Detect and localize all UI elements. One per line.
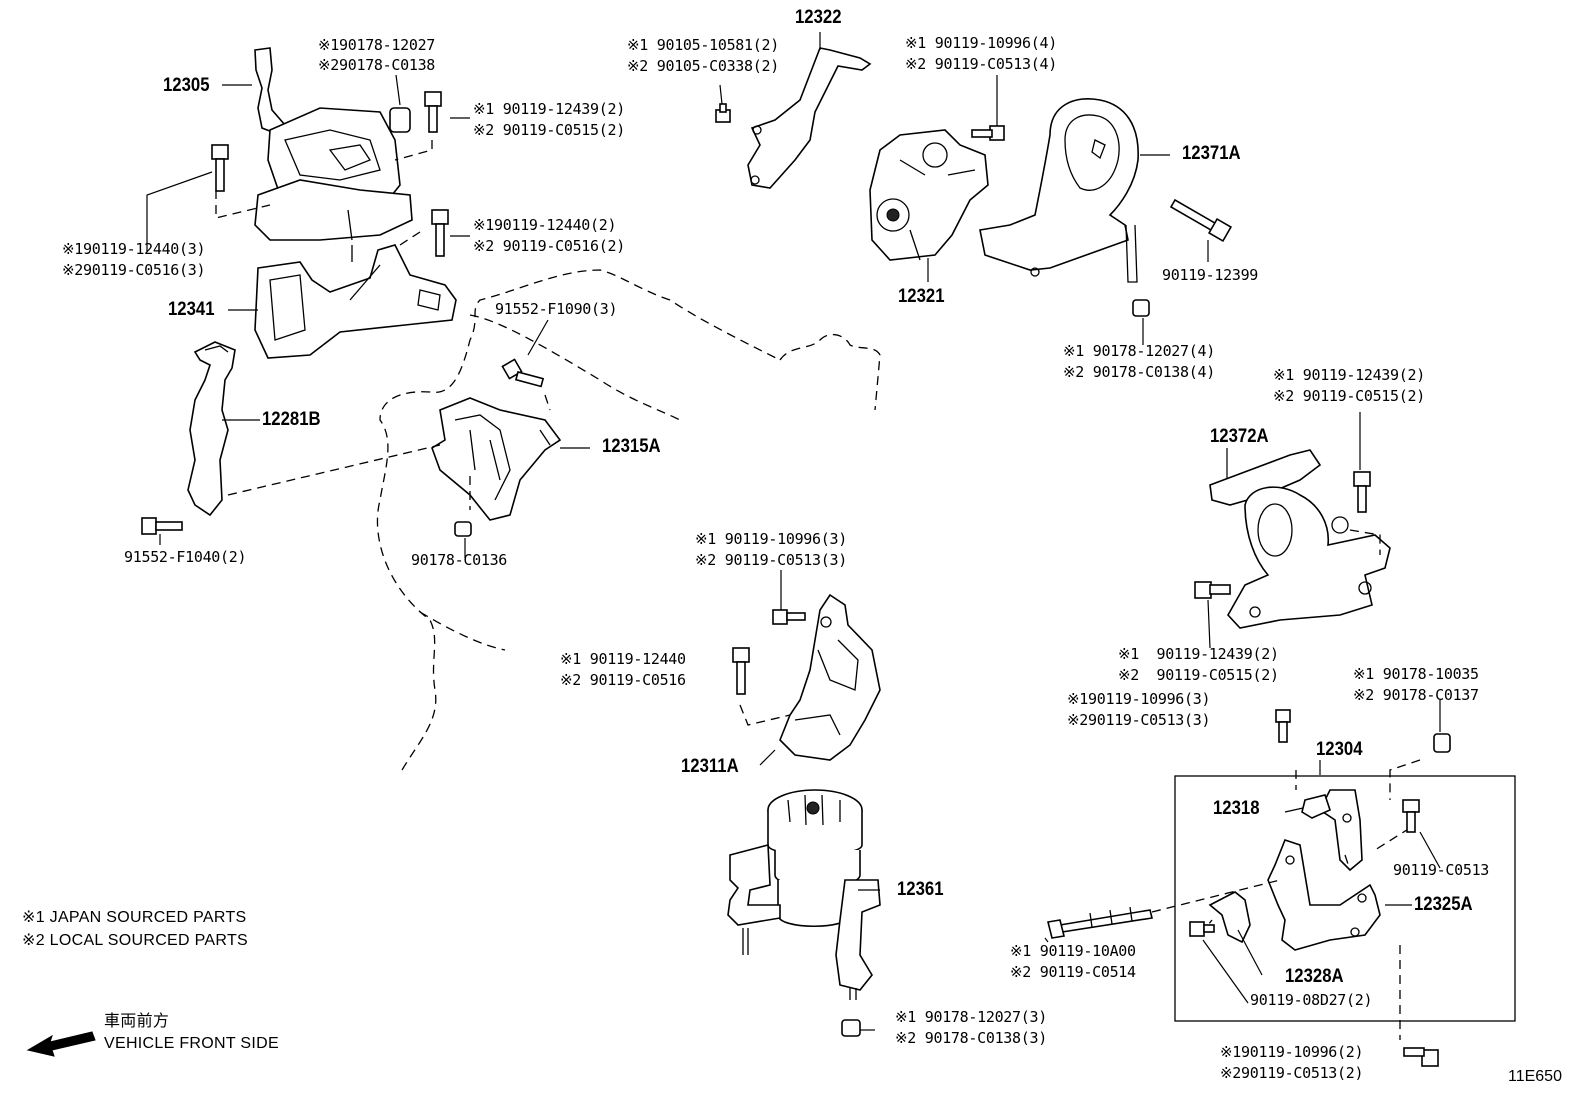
part-label-12341: 12341 [168, 299, 215, 320]
bolt-icon [424, 91, 442, 133]
callout-c11-b: ※2 90178-C0138(4) [1063, 363, 1215, 381]
illustration-code: 11E650 [1508, 1068, 1562, 1085]
part-12321 [869, 129, 989, 261]
callout-c2-a: ※1 90119-12439(2) [473, 100, 625, 118]
bolt-icon [211, 144, 229, 192]
callout-c8-a: ※1 90105-10581(2) [627, 36, 779, 54]
direction-label-jp: 車両前方 [104, 1013, 170, 1030]
part-12305 [254, 47, 413, 262]
callout-c13-b: ※2 90119-C0513(3) [695, 551, 847, 569]
callout-c7: 90178-C0136 [411, 551, 508, 569]
direction-arrow-icon [26, 1031, 96, 1057]
callout-c4-a: ※190119-12440(2) [473, 216, 617, 234]
callout-c16-b: ※290119-C0513(3) [1067, 711, 1211, 729]
callout-c15-a: ※1 90119-12439(2) [1118, 645, 1279, 663]
part-12318 [1301, 789, 1363, 872]
callout-c12-b: ※2 90119-C0515(2) [1273, 387, 1425, 405]
callout-c3-a: ※190119-12440(3) [62, 240, 206, 258]
callout-c14-b: ※2 90119-C0516 [560, 671, 686, 689]
bolt-icon [1353, 471, 1371, 513]
bolt-icon [1169, 198, 1233, 243]
callout-c19-a: ※1 90119-10A00 [1010, 942, 1136, 960]
callout-c9-b: ※2 90119-C0513(4) [905, 55, 1057, 73]
part-label-12371a: 12371A [1182, 143, 1241, 164]
callout-c16-a: ※190119-10996(3) [1067, 690, 1211, 708]
part-12325a [1267, 839, 1381, 951]
bolt-icon [431, 209, 449, 257]
callout-c1-a: ※190178-12027 [318, 36, 436, 54]
callout-c19-b: ※2 90119-C0514 [1010, 963, 1136, 981]
callout-c10: 90119-12399 [1162, 266, 1259, 284]
callout-c4-b: ※2 90119-C0516(2) [473, 237, 625, 255]
part-12311a [779, 593, 881, 761]
callout-c18: 90119-C0513 [1393, 861, 1490, 879]
part-label-12322: 12322 [795, 7, 842, 28]
callout-c3-b: ※290119-C0516(3) [62, 261, 206, 279]
callout-c1-b: ※290178-C0138 [318, 56, 436, 74]
callout-c15-b: ※2 90119-C0515(2) [1118, 666, 1279, 684]
part-label-12304: 12304 [1316, 739, 1363, 760]
part-label-12305: 12305 [163, 75, 210, 96]
bolt-icon [1194, 581, 1231, 599]
part-label-12325a: 12325A [1414, 894, 1473, 915]
callout-c14-a: ※1 90119-12440 [560, 650, 686, 668]
part-label-12321: 12321 [898, 286, 945, 307]
callout-c12-a: ※1 90119-12439(2) [1273, 366, 1425, 384]
legend-line-1: ※1 JAPAN SOURCED PARTS [22, 909, 247, 926]
callout-c22-a: ※190119-10996(2) [1220, 1043, 1364, 1061]
part-12371a [979, 98, 1139, 283]
callout-c17-b: ※2 90178-C0137 [1353, 686, 1479, 704]
part-label-12318: 12318 [1213, 798, 1260, 819]
callout-c21-a: ※1 90178-12027(3) [895, 1008, 1047, 1026]
bolt-icon [1402, 799, 1420, 833]
callout-c13-a: ※1 90119-10996(3) [695, 530, 847, 548]
part-label-12361: 12361 [897, 879, 944, 900]
callout-c6: 91552-F1040(2) [124, 548, 247, 566]
part-12281b [187, 341, 236, 517]
part-12322 [747, 47, 872, 189]
part-label-12328a: 12328A [1285, 966, 1344, 987]
fasteners [141, 91, 1451, 1067]
bolt-icon [715, 103, 731, 123]
callout-c17-a: ※1 90178-10035 [1353, 665, 1479, 683]
callout-c2-b: ※2 90119-C0515(2) [473, 121, 625, 139]
part-label-12372a: 12372A [1210, 426, 1269, 447]
callout-c22-b: ※290119-C0513(2) [1220, 1064, 1364, 1082]
bolt-90119-10a00 [1047, 906, 1153, 939]
bolt-icon [971, 125, 1005, 141]
callout-c21-b: ※2 90178-C0138(3) [895, 1029, 1047, 1047]
bolt-icon [501, 358, 545, 388]
leader-lines [146, 32, 1441, 1031]
bolt-icon [1275, 709, 1291, 743]
part-12315a [431, 397, 562, 521]
callout-c5: 91552-F1090(3) [495, 300, 618, 318]
part-12341 [254, 244, 457, 359]
bolt-icon [141, 517, 183, 535]
callout-c8-b: ※2 90105-C0338(2) [627, 57, 779, 75]
direction-label-en: VEHICLE FRONT SIDE [104, 1035, 279, 1052]
bolt-icon [772, 609, 806, 625]
bolt-icon [1403, 1047, 1439, 1067]
callout-c9-a: ※1 90119-10996(4) [905, 34, 1057, 52]
part-label-12315a: 12315A [602, 436, 661, 457]
part-label-12281b: 12281B [262, 409, 321, 430]
part-12372a [1209, 449, 1391, 629]
callout-c11-a: ※1 90178-12027(4) [1063, 342, 1215, 360]
part-12328a [1208, 891, 1251, 944]
legend-line-2: ※2 LOCAL SOURCED PARTS [22, 932, 248, 949]
engine-outline [376, 269, 881, 771]
part-label-12311a: 12311A [681, 756, 739, 777]
part-12304-box [1174, 775, 1516, 1022]
callout-c20: 90119-08D27(2) [1250, 991, 1373, 1009]
bolt-icon [732, 647, 750, 695]
bolt-icon [1189, 921, 1215, 937]
part-12361 [727, 789, 881, 1000]
